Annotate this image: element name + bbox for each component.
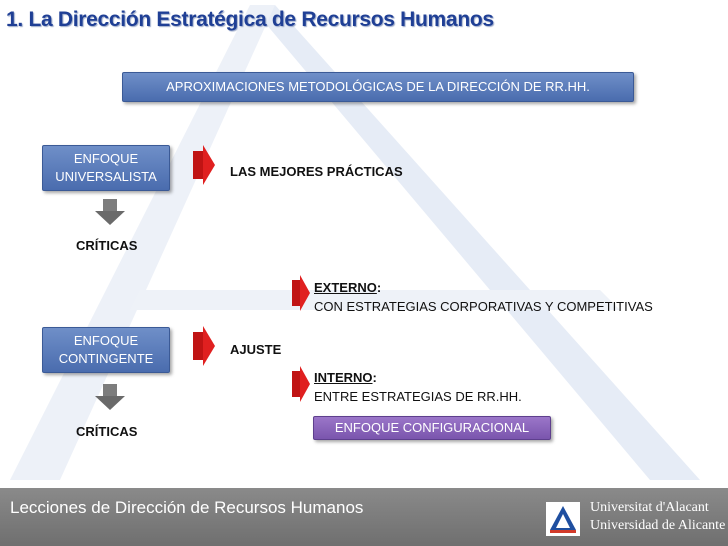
banner-approaches: APROXIMACIONES METODOLÓGICAS DE LA DIREC… [122,72,634,102]
university-name-castellano: Universidad de Alicante [590,518,726,533]
down-arrow-icon [95,384,125,410]
universalista-line2: UNIVERSALISTA [55,169,157,184]
university-logo-icon [546,502,580,536]
interno-heading: INTERNO: [314,370,377,385]
university-name-valenciano: Universitat d'Alacant [590,500,709,515]
criticas-label-1: CRÍTICAS [76,238,138,253]
red-arrow-icon [193,326,215,366]
contingente-line2: CONTINGENTE [58,351,154,366]
externo-label: EXTERNO [314,280,377,295]
footer-bar [0,488,728,546]
red-arrow-icon [193,145,215,185]
contingente-line1: ENFOQUE [73,333,139,348]
externo-colon: : [376,280,382,295]
red-arrow-icon [292,275,310,311]
down-arrow-icon [95,199,125,225]
red-arrow-icon [292,366,310,402]
externo-heading: EXTERNO: [314,280,381,295]
externo-text: CON ESTRATEGIAS CORPORATIVAS Y COMPETITI… [314,299,653,314]
interno-colon: : [372,370,377,385]
best-practices-label: LAS MEJORES PRÁCTICAS [230,164,403,179]
criticas-label-2: CRÍTICAS [76,424,138,439]
page-title: 1. La Dirección Estratégica de Recursos … [6,8,494,31]
box-enfoque-universalista: ENFOQUE UNIVERSALISTA [42,145,170,191]
interno-label: INTERNO [314,370,373,385]
box-enfoque-contingente: ENFOQUE CONTINGENTE [42,327,170,373]
ajuste-label: AJUSTE [230,342,282,357]
course-title: Lecciones de Dirección de Recursos Human… [10,498,364,517]
interno-text: ENTRE ESTRATEGIAS DE RR.HH. [314,389,522,404]
box-enfoque-configuracional: ENFOQUE CONFIGURACIONAL [313,416,551,440]
universalista-line1: ENFOQUE [73,151,139,166]
